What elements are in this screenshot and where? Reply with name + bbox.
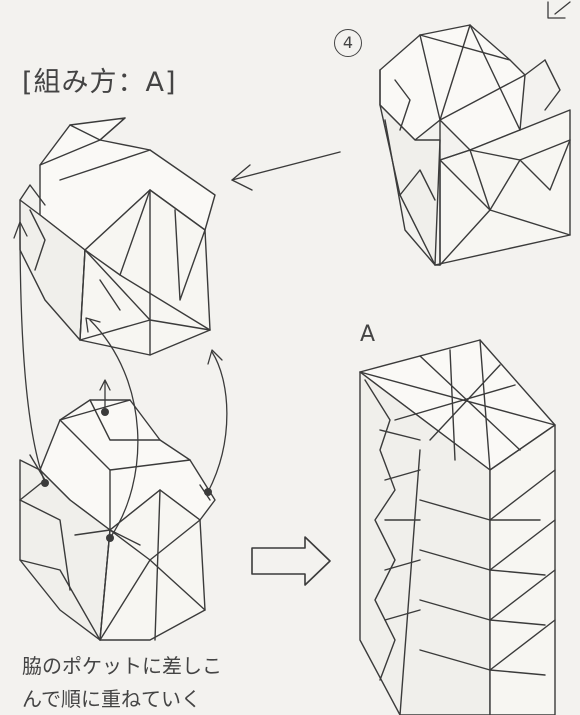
step4-unit-drawing — [380, 25, 570, 265]
section-title: [組み方：A] — [22, 60, 177, 99]
caption-line-2: んで順に重ねていく — [22, 683, 322, 715]
caption: 脇のポケットに差しこ んで順に重ねていく — [22, 650, 322, 715]
corner-bracket-icon — [548, 2, 570, 18]
result-label: A — [360, 322, 375, 347]
caption-line-1: 脇のポケットに差しこ — [22, 650, 322, 683]
lower-unit-drawing — [20, 400, 215, 640]
circled-number-icon: 4 — [334, 29, 362, 57]
assembled-result-drawing — [360, 340, 555, 715]
arrow-left-icon — [232, 152, 340, 190]
upper-unit-drawing — [20, 118, 215, 355]
hollow-arrow-right-icon — [252, 537, 330, 585]
